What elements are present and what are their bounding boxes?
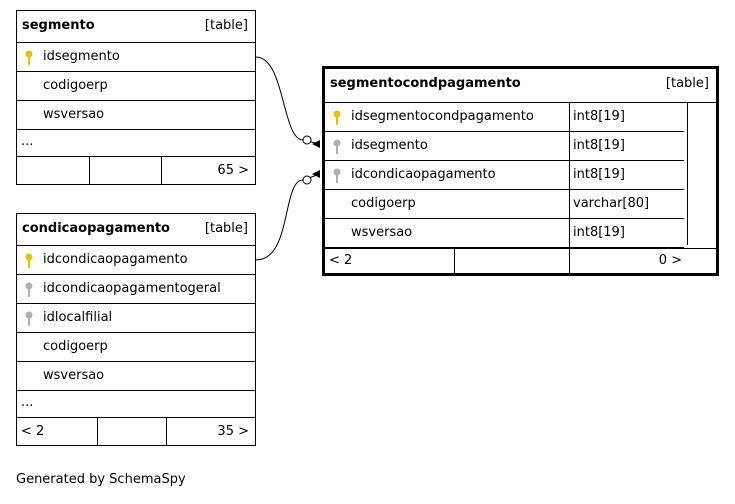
table-condicaopagamento[interactable]: condicaopagamento [table] idcondicaopaga…	[16, 213, 256, 446]
table-name: condicaopagamento	[22, 221, 170, 236]
table-segmento[interactable]: segmento [table] idsegmento codigoerp ws…	[16, 10, 256, 185]
column-name: codigoerp	[351, 196, 416, 211]
column-name: wsversao	[351, 225, 413, 240]
table-type-tag: [table]	[665, 76, 709, 91]
column-name: idsegmento	[351, 138, 428, 153]
column-name: idsegmento	[43, 49, 120, 64]
column-row: idsegmento	[17, 43, 255, 72]
table-header: condicaopagamento [table]	[17, 214, 255, 246]
column-name: codigoerp	[43, 339, 108, 354]
column-name: idlocalfilial	[43, 310, 113, 325]
column-type: int8[19]	[573, 225, 625, 240]
table-footer: < 2 0 >	[325, 248, 716, 274]
primary-key-icon	[25, 253, 33, 268]
column-name: idsegmentocondpagamento	[351, 109, 534, 124]
table-segmentocondpagamento[interactable]: segmentocondpagamento [table] idsegmento…	[322, 66, 719, 276]
foreign-key-icon	[333, 168, 341, 183]
link-segmento	[255, 56, 321, 145]
table-header: segmento [table]	[17, 11, 255, 43]
column-row: codigoerp varchar[80]	[325, 190, 684, 219]
link-condicaopagamento-arrow	[312, 170, 320, 178]
foreign-key-icon	[333, 139, 341, 154]
column-name: idcondicaopagamento	[43, 252, 188, 267]
column-row: codigoerp	[17, 333, 255, 362]
column-row: idcondicaopagamento int8[19]	[325, 161, 684, 190]
column-row: codigoerp	[17, 72, 255, 101]
foreign-key-icon	[25, 311, 33, 326]
column-row: wsversao	[17, 362, 255, 391]
column-name: idcondicaopagamento	[351, 167, 496, 182]
more-columns: ...	[17, 391, 255, 418]
link-segmento-arrow	[312, 140, 320, 148]
column-row: wsversao int8[19]	[325, 219, 684, 248]
table-type-tag: [table]	[204, 18, 248, 33]
column-type: varchar[80]	[573, 196, 650, 211]
column-name: wsversao	[43, 107, 105, 122]
children-count: 35 >	[217, 424, 249, 439]
table-footer: 65 >	[17, 157, 255, 185]
parents-count: < 2	[329, 253, 353, 268]
column-row: idsegmentocondpagamento int8[19]	[325, 103, 684, 132]
more-columns: ...	[17, 130, 255, 157]
column-name: wsversao	[43, 368, 105, 383]
table-header: segmentocondpagamento [table]	[325, 69, 716, 103]
column-type: int8[19]	[573, 109, 625, 124]
primary-key-icon	[333, 110, 341, 125]
link-condicaopagamento-optional-end	[302, 175, 312, 185]
column-type: int8[19]	[573, 167, 625, 182]
column-row: idcondicaopagamento	[17, 246, 255, 275]
column-name: idcondicaopagamentogeral	[43, 281, 221, 296]
column-row: idsegmento int8[19]	[325, 132, 684, 161]
table-type-tag: [table]	[204, 221, 248, 236]
generator-credit: Generated by SchemaSpy	[16, 472, 186, 487]
children-count: 65 >	[217, 163, 249, 178]
column-name: codigoerp	[43, 78, 108, 93]
parents-count: < 2	[21, 424, 45, 439]
table-name: segmentocondpagamento	[330, 76, 521, 91]
link-condicaopagamento	[255, 173, 321, 261]
column-row: wsversao	[17, 101, 255, 130]
link-segmento-optional-end	[302, 135, 312, 145]
table-name: segmento	[22, 18, 95, 33]
column-row: idlocalfilial	[17, 304, 255, 333]
column-row: idcondicaopagamentogeral	[17, 275, 255, 304]
primary-key-icon	[25, 50, 33, 65]
column-type: int8[19]	[573, 138, 625, 153]
table-footer: < 2 35 >	[17, 418, 255, 445]
children-count: 0 >	[658, 253, 682, 268]
foreign-key-icon	[25, 282, 33, 297]
